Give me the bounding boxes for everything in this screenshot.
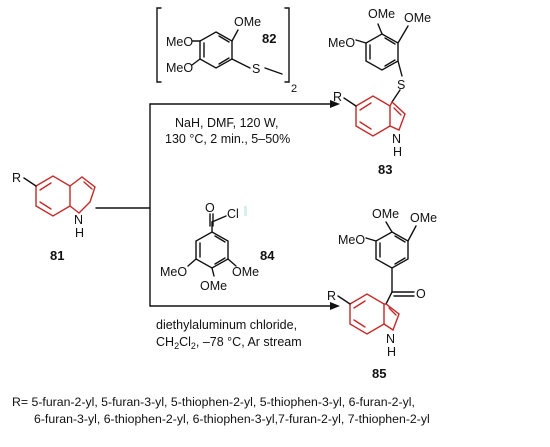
reagent-82-ome-bond: [231, 29, 239, 42]
reagent-84-ome-bond: [211, 267, 215, 277]
reagent-84-structure: [187, 213, 237, 277]
reagent-82-meo-bond: [191, 58, 201, 66]
top-arrowhead: [330, 100, 340, 108]
reagent-84-ccl-bond: [211, 215, 227, 223]
compound-82-number: 82: [262, 31, 276, 46]
reagent-82-double-bond: [218, 57, 230, 65]
product-83-ome-bond: [397, 25, 409, 44]
indole-81-double-bond: [39, 201, 52, 210]
product-85-ome-label-2: OMe: [410, 211, 437, 225]
product-85-double-bond: [353, 300, 366, 309]
reagent-84-o-label: O: [205, 201, 215, 215]
reagent-84-double-bond: [214, 257, 226, 265]
product-83-r-bond: [343, 97, 357, 107]
indole-81-benzene-ring: [35, 175, 71, 217]
product-85-ome-label: OMe: [372, 207, 399, 221]
reagent-82-s-bond: [231, 58, 251, 69]
product-85-r-bond: [337, 295, 351, 305]
indole-81-r-label: R: [12, 171, 21, 185]
product-85-ome-bond: [407, 225, 417, 242]
product-83-aryl-ring: [365, 33, 399, 71]
product-85-double-bond: [388, 307, 397, 316]
reagent-82-meo-label-2: MeO: [166, 61, 193, 75]
product-85-r-label: R: [327, 289, 336, 303]
reagent-84-meo-bond: [187, 258, 197, 267]
product-83-s-indole-bond: [391, 89, 401, 103]
branch-arrows: [95, 100, 340, 310]
reagent-82-benzene-ring: [199, 31, 233, 69]
reagent-84-benzene-ring: [195, 231, 229, 269]
accent-mark: [244, 206, 247, 216]
top-conditions-line2: 130 °C, 2 min., 5–50%: [165, 132, 290, 146]
product-85-benzene-ring: [349, 293, 385, 335]
product-85-ome-bond: [385, 221, 393, 233]
product-83-double-bond: [359, 121, 372, 130]
compound-83-number: 83: [378, 162, 392, 177]
reagent-82-s-s-bond: [264, 67, 283, 75]
bottom-conditions-line2: CH2Cl2, –78 °C, Ar stream: [156, 335, 302, 351]
product-83-double-bond: [384, 37, 396, 45]
compound-85-number: 85: [372, 366, 386, 381]
reagent-82-ome-label: OMe: [234, 15, 261, 29]
product-83-s-bond: [397, 60, 403, 77]
product-83-h-label: H: [393, 145, 402, 159]
top-conditions-line1: NaH, DMF, 120 W,: [175, 116, 279, 130]
product-85-double-bond: [394, 235, 406, 243]
left-bracket: [156, 7, 162, 83]
substituent-footnote: R= 5-furan-2-yl, 5-furan-3-yl, 5-thiophe…: [12, 394, 542, 428]
reagent-82-meo-label: MeO: [166, 35, 193, 49]
product-85-meo-bond: [365, 237, 377, 242]
product-85-h-label: H: [387, 345, 396, 359]
product-85-aryl-ring: [375, 231, 409, 269]
compound-81-number: 81: [50, 248, 64, 263]
product-83-ome-label: OMe: [368, 7, 395, 21]
reagent-82-s-label: S: [252, 62, 260, 76]
indole-81-bond: [69, 205, 80, 214]
product-83-double-bond: [359, 102, 372, 111]
product-85-n-label: N: [386, 332, 395, 346]
indole-81-pyrrole-ring: [69, 176, 96, 214]
product-85-structure: [337, 221, 417, 335]
product-83-n-label: N: [392, 132, 401, 146]
reagent-84-ome-label-2: OMe: [200, 279, 227, 293]
product-83-pyrrole-ring: [389, 100, 406, 131]
right-bracket: [284, 7, 290, 83]
bottom-conditions-line1: diethylaluminum chloride,: [156, 318, 297, 332]
indole-81-h-label: H: [75, 226, 84, 240]
product-85-pyrrole-ring: [383, 303, 400, 332]
product-83-benzene-ring: [355, 95, 391, 137]
product-85-co-indole-bond: [385, 291, 393, 305]
product-83-double-bond: [393, 107, 402, 116]
product-83-ome-bond: [377, 23, 383, 35]
reagent-82-subscript: 2: [291, 83, 297, 95]
product-83-r-label: R: [333, 90, 342, 104]
product-85-meo-label: MeO: [338, 233, 365, 247]
product-83-meo-label: MeO: [328, 36, 355, 50]
product-83-double-bond: [384, 59, 396, 67]
reagent-84-meo-label: MeO: [160, 265, 187, 279]
indole-81-r-bond: [23, 177, 37, 187]
bottom-arrowhead: [330, 302, 340, 310]
reagent-84-cl-label: Cl: [227, 207, 239, 221]
indole-81-double-bond: [83, 181, 93, 190]
product-83-ome-label-2: OMe: [404, 11, 431, 25]
reagent-84-double-bond: [214, 235, 226, 243]
reagent-84-ome-bond: [227, 258, 237, 267]
indole-81-double-bond: [39, 182, 52, 191]
compound-84-number: 84: [260, 248, 275, 263]
indole-81-n-label: N: [74, 213, 83, 227]
product-83-meo-bond: [355, 39, 367, 44]
product-85-double-bond: [353, 319, 366, 328]
product-85-o-label: O: [416, 287, 426, 301]
reagent-82-structure: [156, 7, 290, 83]
reagent-82-double-bond: [218, 35, 230, 43]
product-83-structure: [343, 23, 409, 137]
footnote-line1: R= 5-furan-2-yl, 5-furan-3-yl, 5-thiophe…: [12, 395, 415, 409]
reagent-84-ome-label: OMe: [232, 265, 259, 279]
product-85-double-bond: [394, 257, 406, 265]
indole-81-structure: [23, 175, 96, 217]
footnote-line2: 6-furan-3-yl, 6-thiophen-2-yl, 6-thiophe…: [34, 412, 430, 426]
product-83-s-label: S: [397, 78, 405, 92]
